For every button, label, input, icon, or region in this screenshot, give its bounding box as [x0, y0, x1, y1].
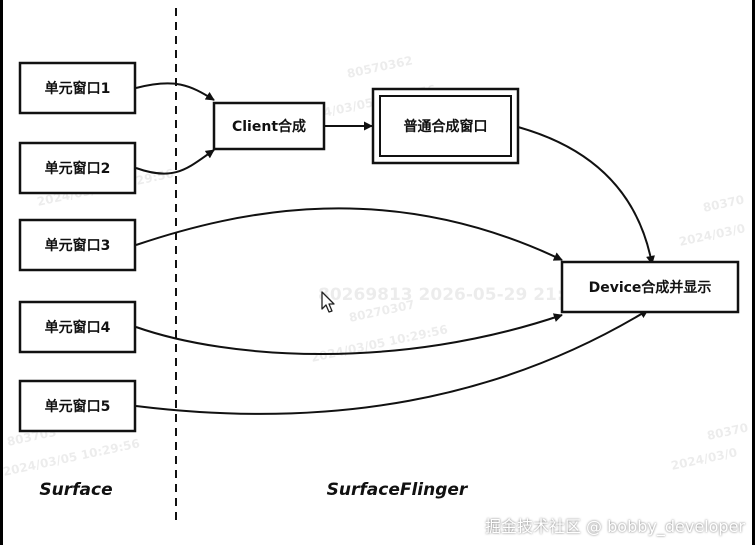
edge-win5-device: [135, 309, 649, 415]
source-label-win4: 单元窗口4: [45, 319, 111, 336]
source-box-win2: 单元窗口2: [18, 141, 137, 195]
watermark-e2: 80370: [706, 421, 750, 443]
device-compose-box: Device合成并显示: [560, 260, 740, 314]
source-box-win1: 单元窗口1: [18, 61, 137, 115]
edge-win4-device: [135, 313, 563, 355]
source-box-win3: 单元窗口3: [18, 218, 137, 272]
source-label-win3: 单元窗口3: [45, 237, 111, 254]
mouse-cursor-icon: [321, 291, 335, 313]
connector-layer: [135, 82, 655, 415]
watermark-f1: 2024/03/0: [678, 221, 747, 249]
surfaceflinger-section-label: SurfaceFlinger: [327, 480, 469, 500]
client-compose-box: Client合成: [212, 101, 326, 151]
source-box-win5: 单元窗口5: [18, 379, 137, 433]
source-box-win4: 单元窗口4: [18, 300, 137, 354]
source-label-win1: 单元窗口1: [45, 80, 111, 97]
edge-win3-device: [135, 207, 563, 261]
watermark-a: 80570362: [346, 53, 414, 81]
device-compose-label: Device合成并显示: [589, 279, 712, 296]
surface-section-label: Surface: [39, 480, 112, 500]
edge-normal-device: [517, 126, 655, 265]
watermark-f2: 2024/03/0: [670, 445, 739, 473]
watermark-b3: 2024/03/05 10:29:56: [310, 322, 449, 365]
edge-win1-client: [135, 82, 215, 101]
watermark-center: 80269813 2026-05-29 21:58: [318, 285, 587, 305]
client-compose-label: Client合成: [232, 118, 306, 135]
source-label-win2: 单元窗口2: [45, 160, 111, 177]
source-label-win5: 单元窗口5: [45, 398, 111, 415]
edge-win2-client: [135, 149, 215, 175]
normal-compose-label: 普通合成窗口: [404, 118, 488, 135]
watermark-e1: 80370: [702, 193, 746, 215]
normal-compose-box: 普通合成窗口: [371, 87, 520, 165]
credit-watermark: 掘金技术社区 @ bobby_developer: [484, 517, 745, 536]
